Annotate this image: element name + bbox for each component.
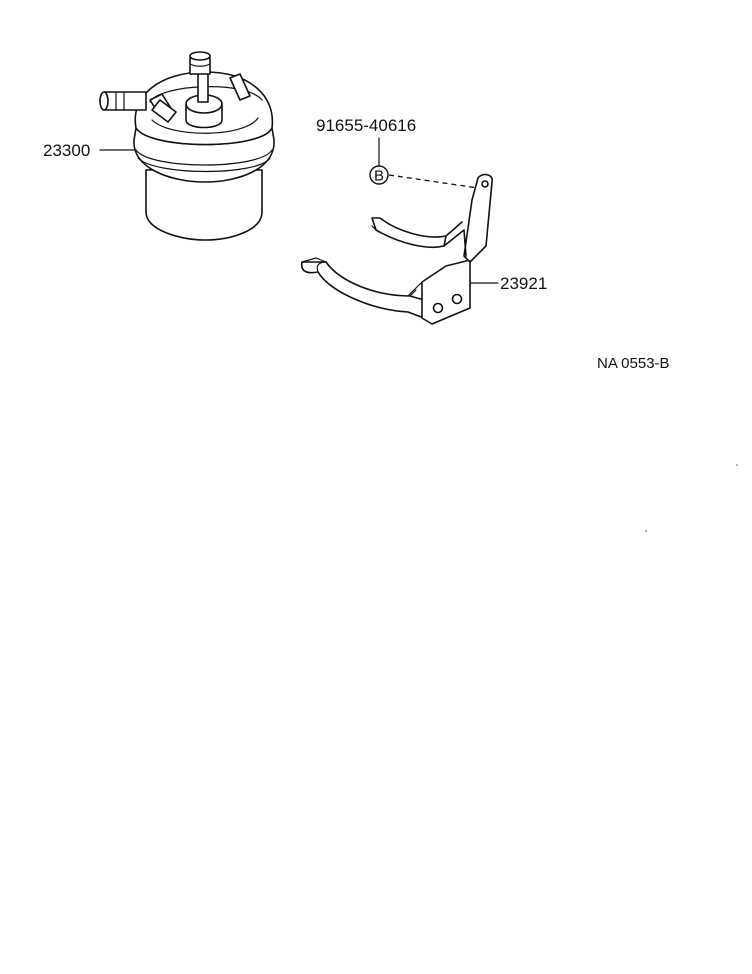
bracket-part-number: 23921 <box>500 274 547 293</box>
bolt-part-number: 91655-40616 <box>316 116 416 135</box>
fuel-filter-bracket <box>300 173 493 325</box>
drawing-code: NA 0553-B <box>597 355 670 372</box>
fuel-filter <box>99 51 275 241</box>
bolt-callout-letter: B <box>374 168 384 185</box>
filter-part-number: 23300 <box>43 141 90 160</box>
bolt-dashed-line <box>388 174 479 189</box>
bolt-callout-marker: B <box>369 165 389 185</box>
